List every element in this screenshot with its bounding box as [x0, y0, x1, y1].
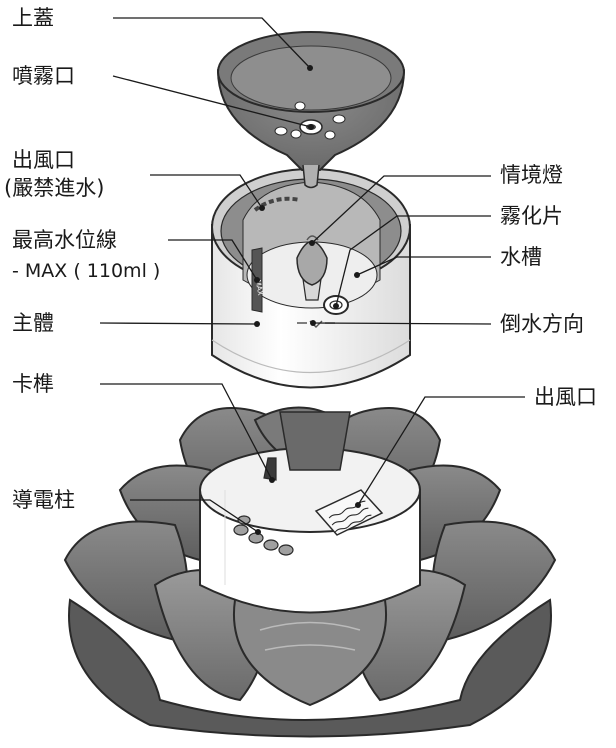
label-mist-outlet: 噴霧口 — [12, 64, 75, 88]
label-mood-light: 情境燈 — [500, 163, 563, 187]
max-mark: MAX — [254, 279, 265, 296]
neck-stem — [279, 411, 351, 471]
label-main-body: 主體 — [12, 311, 54, 335]
leader-lines — [99, 17, 525, 535]
lotus-base — [63, 406, 557, 738]
base-unit — [199, 447, 421, 614]
label-atomizer: 霧化片 — [500, 204, 563, 228]
label-max-water-line: 最高水位線 — [12, 228, 117, 252]
label-air-outlet-left-note: (嚴禁進水) — [4, 176, 105, 200]
label-top-cover: 上蓋 — [12, 6, 54, 30]
label-air-outlet-right: 出風口 — [534, 385, 597, 409]
top-cover — [216, 31, 406, 189]
label-conductive-pin: 導電柱 — [12, 488, 75, 512]
main-body: MAX — [211, 168, 411, 389]
label-pour-direction: 倒水方向 — [500, 312, 584, 336]
label-latch: 卡榫 — [12, 372, 54, 396]
label-max-water-capacity: - MAX ( 110ml ) — [12, 260, 161, 282]
label-water-tank: 水槽 — [500, 245, 542, 269]
conductive-pins — [233, 515, 294, 556]
label-air-outlet-left: 出風口 — [12, 148, 75, 172]
